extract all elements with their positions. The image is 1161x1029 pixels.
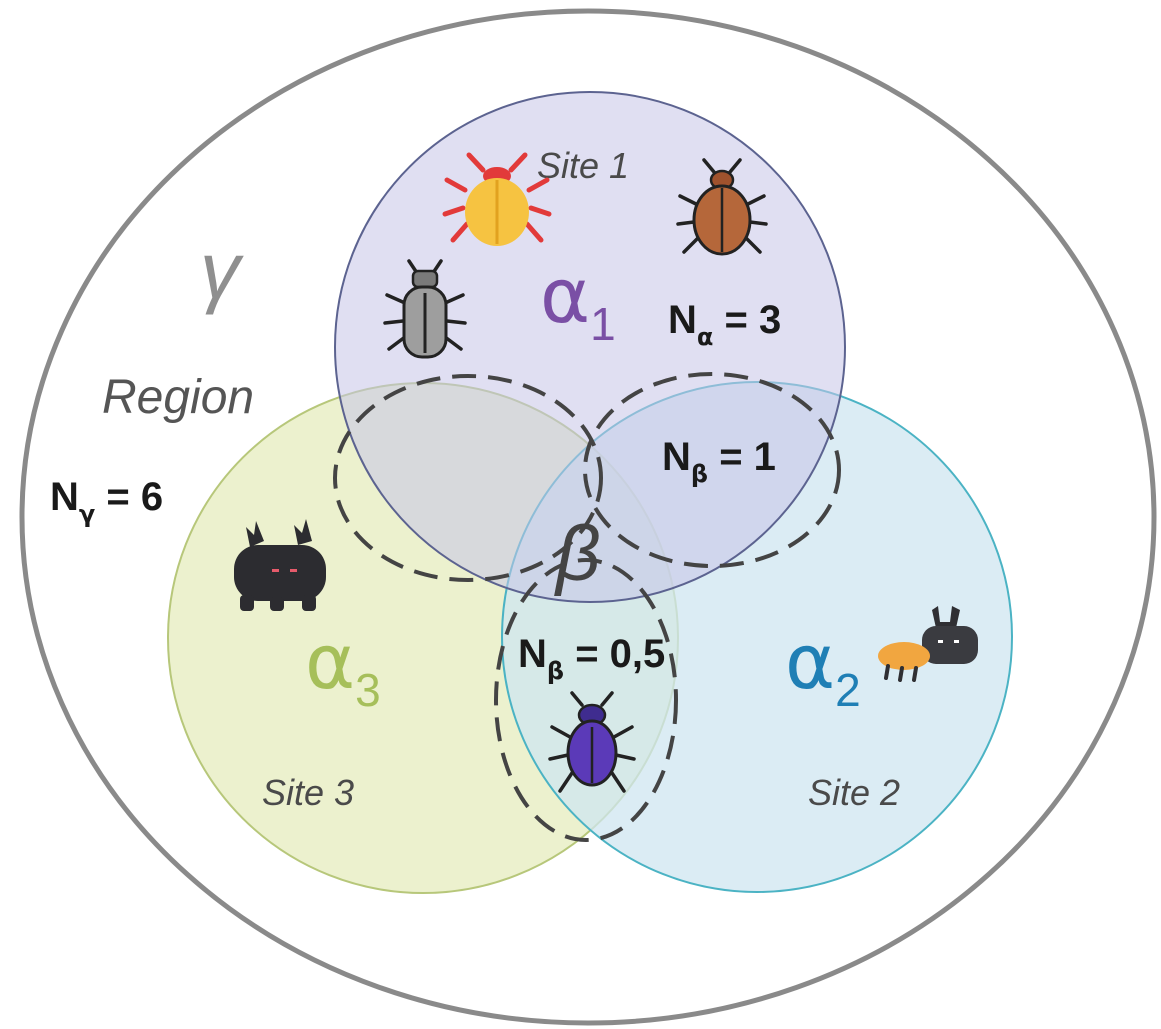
red-ladybug-beetle-icon: [442, 152, 552, 246]
stag-beetle-icon: [878, 606, 978, 682]
gamma-count: Nγ = 6: [50, 475, 163, 528]
gamma-symbol: γ: [200, 226, 244, 315]
alpha-2-symbol: α2: [785, 617, 861, 716]
beta-overlap-1-2-outline: [583, 372, 841, 568]
beta-overlap-2-3-outline: [494, 558, 678, 842]
black-horned-beetle-icon: [234, 519, 326, 611]
beta-count-site1-site2: Nβ = 1: [662, 435, 776, 488]
purple-scarab-beetle-icon: [548, 691, 636, 793]
alpha-count: Nα = 3: [668, 298, 781, 351]
beta-overlap-1-3-outline: [333, 374, 603, 582]
alpha-1-symbol: α1: [540, 251, 616, 350]
site-1-label: Site 1: [537, 145, 629, 186]
brown-beetle-icon: [676, 158, 768, 256]
beta-count-site2-site3: Nβ = 0,5: [518, 632, 665, 685]
grey-beetle-icon: [383, 259, 467, 359]
site-3-label: Site 3: [262, 772, 354, 813]
alpha-3-symbol: α3: [305, 617, 381, 716]
site-2-label: Site 2: [808, 772, 900, 813]
region-label: Region: [102, 371, 254, 424]
beta-symbol: β: [554, 509, 601, 597]
